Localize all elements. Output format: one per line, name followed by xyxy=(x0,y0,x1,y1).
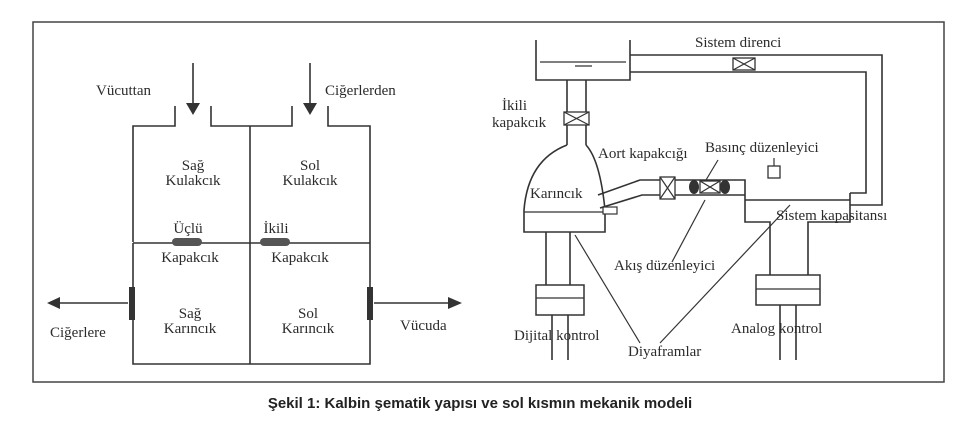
label-pressure-regulator: Basınç düzenleyici xyxy=(705,140,819,156)
label-right-atrium-2: Kulakcık xyxy=(166,173,221,189)
label-ventricle: Karıncık xyxy=(530,186,583,202)
figure-frame xyxy=(32,21,945,383)
reservoir-tank xyxy=(535,40,631,81)
atria-top-wall xyxy=(210,106,250,127)
flow-x2 xyxy=(699,180,721,194)
label-analog-control: Analog kontrol xyxy=(731,321,822,337)
label-aortic-valve: Aort kapakcığı xyxy=(598,146,688,162)
label-mitral-model-1: İkili xyxy=(502,98,527,114)
label-left-atrium-1: Sol xyxy=(300,158,320,174)
label-valve-left: Kapakcık xyxy=(271,250,329,266)
capacitance-right xyxy=(807,193,851,275)
inlet-lungs-arrowhead xyxy=(303,103,317,115)
leader-diaphragm-1 xyxy=(574,234,641,344)
mitral-valve xyxy=(260,238,290,246)
label-flow-regulator: Akış düzenleyici xyxy=(614,258,715,274)
pulmonary-valve xyxy=(129,287,135,320)
tricuspid-valve xyxy=(172,238,202,246)
capacitance-left xyxy=(744,200,771,275)
outlet-body-arrowhead xyxy=(448,297,462,309)
ventricle-chamber xyxy=(523,144,606,233)
label-left-ventricle-1: Sol xyxy=(298,306,318,322)
label-tricuspid: Üçlü xyxy=(173,220,203,237)
heart-schematic: Vücuttan Ciğerlerden Sağ Kulakcık Sol Ku… xyxy=(47,63,462,365)
ventricle-port xyxy=(602,206,618,215)
inlet-body-arrowhead xyxy=(186,103,200,115)
aortic-valve-left xyxy=(367,287,373,320)
label-diaphragms: Diyaframlar xyxy=(628,344,701,360)
label-right-ventricle-1: Sağ xyxy=(179,306,202,322)
label-inlet-lungs: Ciğerlerden xyxy=(325,83,396,99)
label-system-capacitance: Sistem kapasitansı xyxy=(776,208,887,224)
leader-flow-regulator xyxy=(671,199,706,263)
label-left-ventricle-2: Karıncık xyxy=(282,321,335,337)
label-valve-right: Kapakcık xyxy=(161,250,219,266)
label-mitral-model-2: kapakcık xyxy=(492,115,547,131)
aortic-x2 xyxy=(659,176,676,200)
leader-diaphragm-2 xyxy=(659,204,791,344)
outflow-pipe-bottom xyxy=(599,194,745,209)
analog-piston xyxy=(755,274,821,306)
right-atrium-wall xyxy=(132,106,176,242)
label-outlet-lungs: Ciğerlere xyxy=(50,325,106,341)
flow-regulator-left xyxy=(689,180,699,194)
outflow-pipe-top xyxy=(597,179,746,200)
label-mitral: İkili xyxy=(264,221,289,237)
digital-piston xyxy=(535,284,585,316)
atria-top-mid xyxy=(250,106,293,127)
label-inlet-body: Vücuttan xyxy=(96,83,151,99)
pressure-regulator xyxy=(767,165,781,179)
mechanical-model: Sistem direnci İkili kapakcık Aort kapak… xyxy=(492,35,887,360)
resistance-pipe-inner xyxy=(630,71,867,194)
resistance-pipe-outer xyxy=(630,54,883,206)
outlet-lungs-arrowhead xyxy=(47,297,60,309)
label-system-resistance: Sistem direnci xyxy=(695,35,781,51)
left-atrium-wall xyxy=(327,106,371,287)
label-left-atrium-2: Kulakcık xyxy=(283,173,338,189)
label-right-atrium-1: Sağ xyxy=(182,158,205,174)
figure-caption: Şekil 1: Kalbin şematik yapısı ve sol kı… xyxy=(267,395,693,412)
label-right-ventricle-2: Karıncık xyxy=(164,321,217,337)
label-digital-control: Dijital kontrol xyxy=(514,328,599,344)
mitral-x2 xyxy=(563,111,590,126)
label-outlet-body: Vücuda xyxy=(400,318,447,334)
leader-pressure xyxy=(705,159,719,181)
flow-regulator-right xyxy=(720,180,730,194)
resistance-x2 xyxy=(732,57,756,71)
